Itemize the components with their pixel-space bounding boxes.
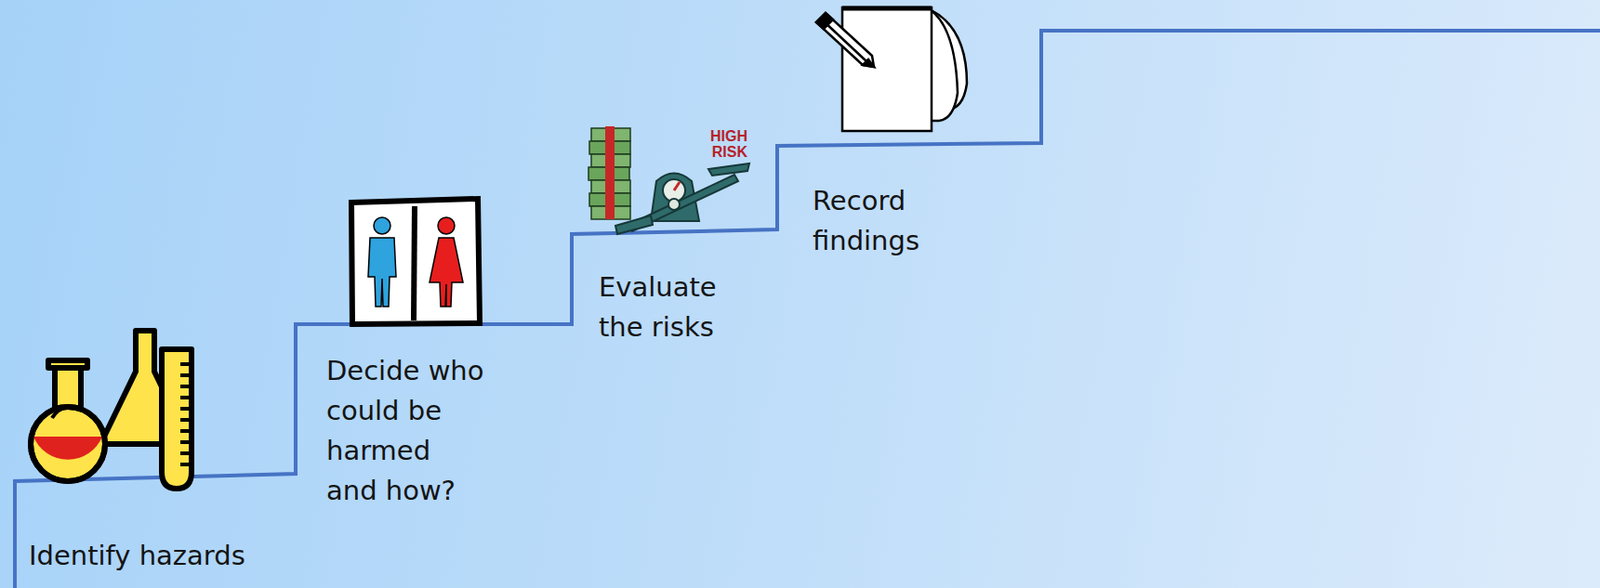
- lab-glassware-icon-part: [180, 364, 192, 465]
- lab-glassware-icon-part-part: [180, 462, 192, 467]
- lab-glassware-icon: [30, 330, 192, 490]
- restroom-sign-icon-part: [351, 198, 480, 325]
- risk-sign-text: HIGH RISK: [706, 128, 748, 160]
- lab-glassware-icon-part: [54, 364, 81, 411]
- lab-glassware-icon-part-part: [180, 362, 192, 367]
- risk-scale-icon-part: [605, 126, 615, 220]
- risk-scale-icon: [588, 126, 750, 235]
- lab-glassware-icon-part-part: [180, 440, 192, 445]
- lab-glassware-icon-part: [52, 407, 67, 419]
- notepad-icon-part: [842, 7, 932, 132]
- lab-glassware-icon-part-part: [180, 373, 192, 378]
- restroom-sign-icon-part-part: [437, 217, 455, 235]
- risk-scale-icon-part: [615, 215, 653, 235]
- risk-scale-icon-part: [674, 182, 680, 191]
- notepad-icon-part: [842, 6, 932, 12]
- lab-glassware-icon-part-part: [180, 451, 192, 456]
- lab-glassware-icon-part-part: [180, 407, 192, 411]
- restroom-sign-icon-part-part: [368, 238, 397, 307]
- notepad-icon-part: [929, 9, 958, 121]
- restroom-sign-icon-part: [413, 206, 415, 321]
- restroom-sign-icon-part-part: [429, 238, 463, 307]
- restroom-sign-icon: [351, 198, 480, 325]
- staircase-line: [14, 30, 1600, 588]
- step-label: Identify hazards: [28, 536, 246, 577]
- restroom-sign-icon-part: [368, 217, 397, 307]
- step-label: Evaluate the risks: [598, 267, 723, 348]
- restroom-sign-icon-part: [429, 217, 463, 307]
- risk-scale-icon-part: [668, 198, 680, 211]
- lab-glassware-icon-part: [161, 349, 192, 490]
- lab-glassware-icon-part-part: [180, 384, 192, 389]
- notepad-icon-part: [816, 13, 874, 67]
- notepad-icon: [816, 7, 967, 132]
- lab-glassware-icon-part: [30, 407, 106, 482]
- lab-glassware-icon-part: [30, 407, 106, 482]
- risk-scale-icon-part: [708, 163, 750, 176]
- lab-glassware-icon-part: [48, 360, 88, 369]
- notepad-icon-part: [862, 59, 874, 67]
- step-label: Record findings: [812, 181, 948, 262]
- lab-glassware-icon-part-part: [180, 396, 192, 400]
- restroom-sign-icon-part-part: [373, 217, 391, 235]
- lab-glassware-icon-part-part: [180, 418, 192, 423]
- notepad-icon-part: [822, 20, 867, 62]
- lab-glassware-icon-part: [33, 436, 103, 461]
- lab-glassware-icon-part-part: [180, 429, 192, 434]
- step-label: Decide who could be harmed and how?: [326, 351, 488, 512]
